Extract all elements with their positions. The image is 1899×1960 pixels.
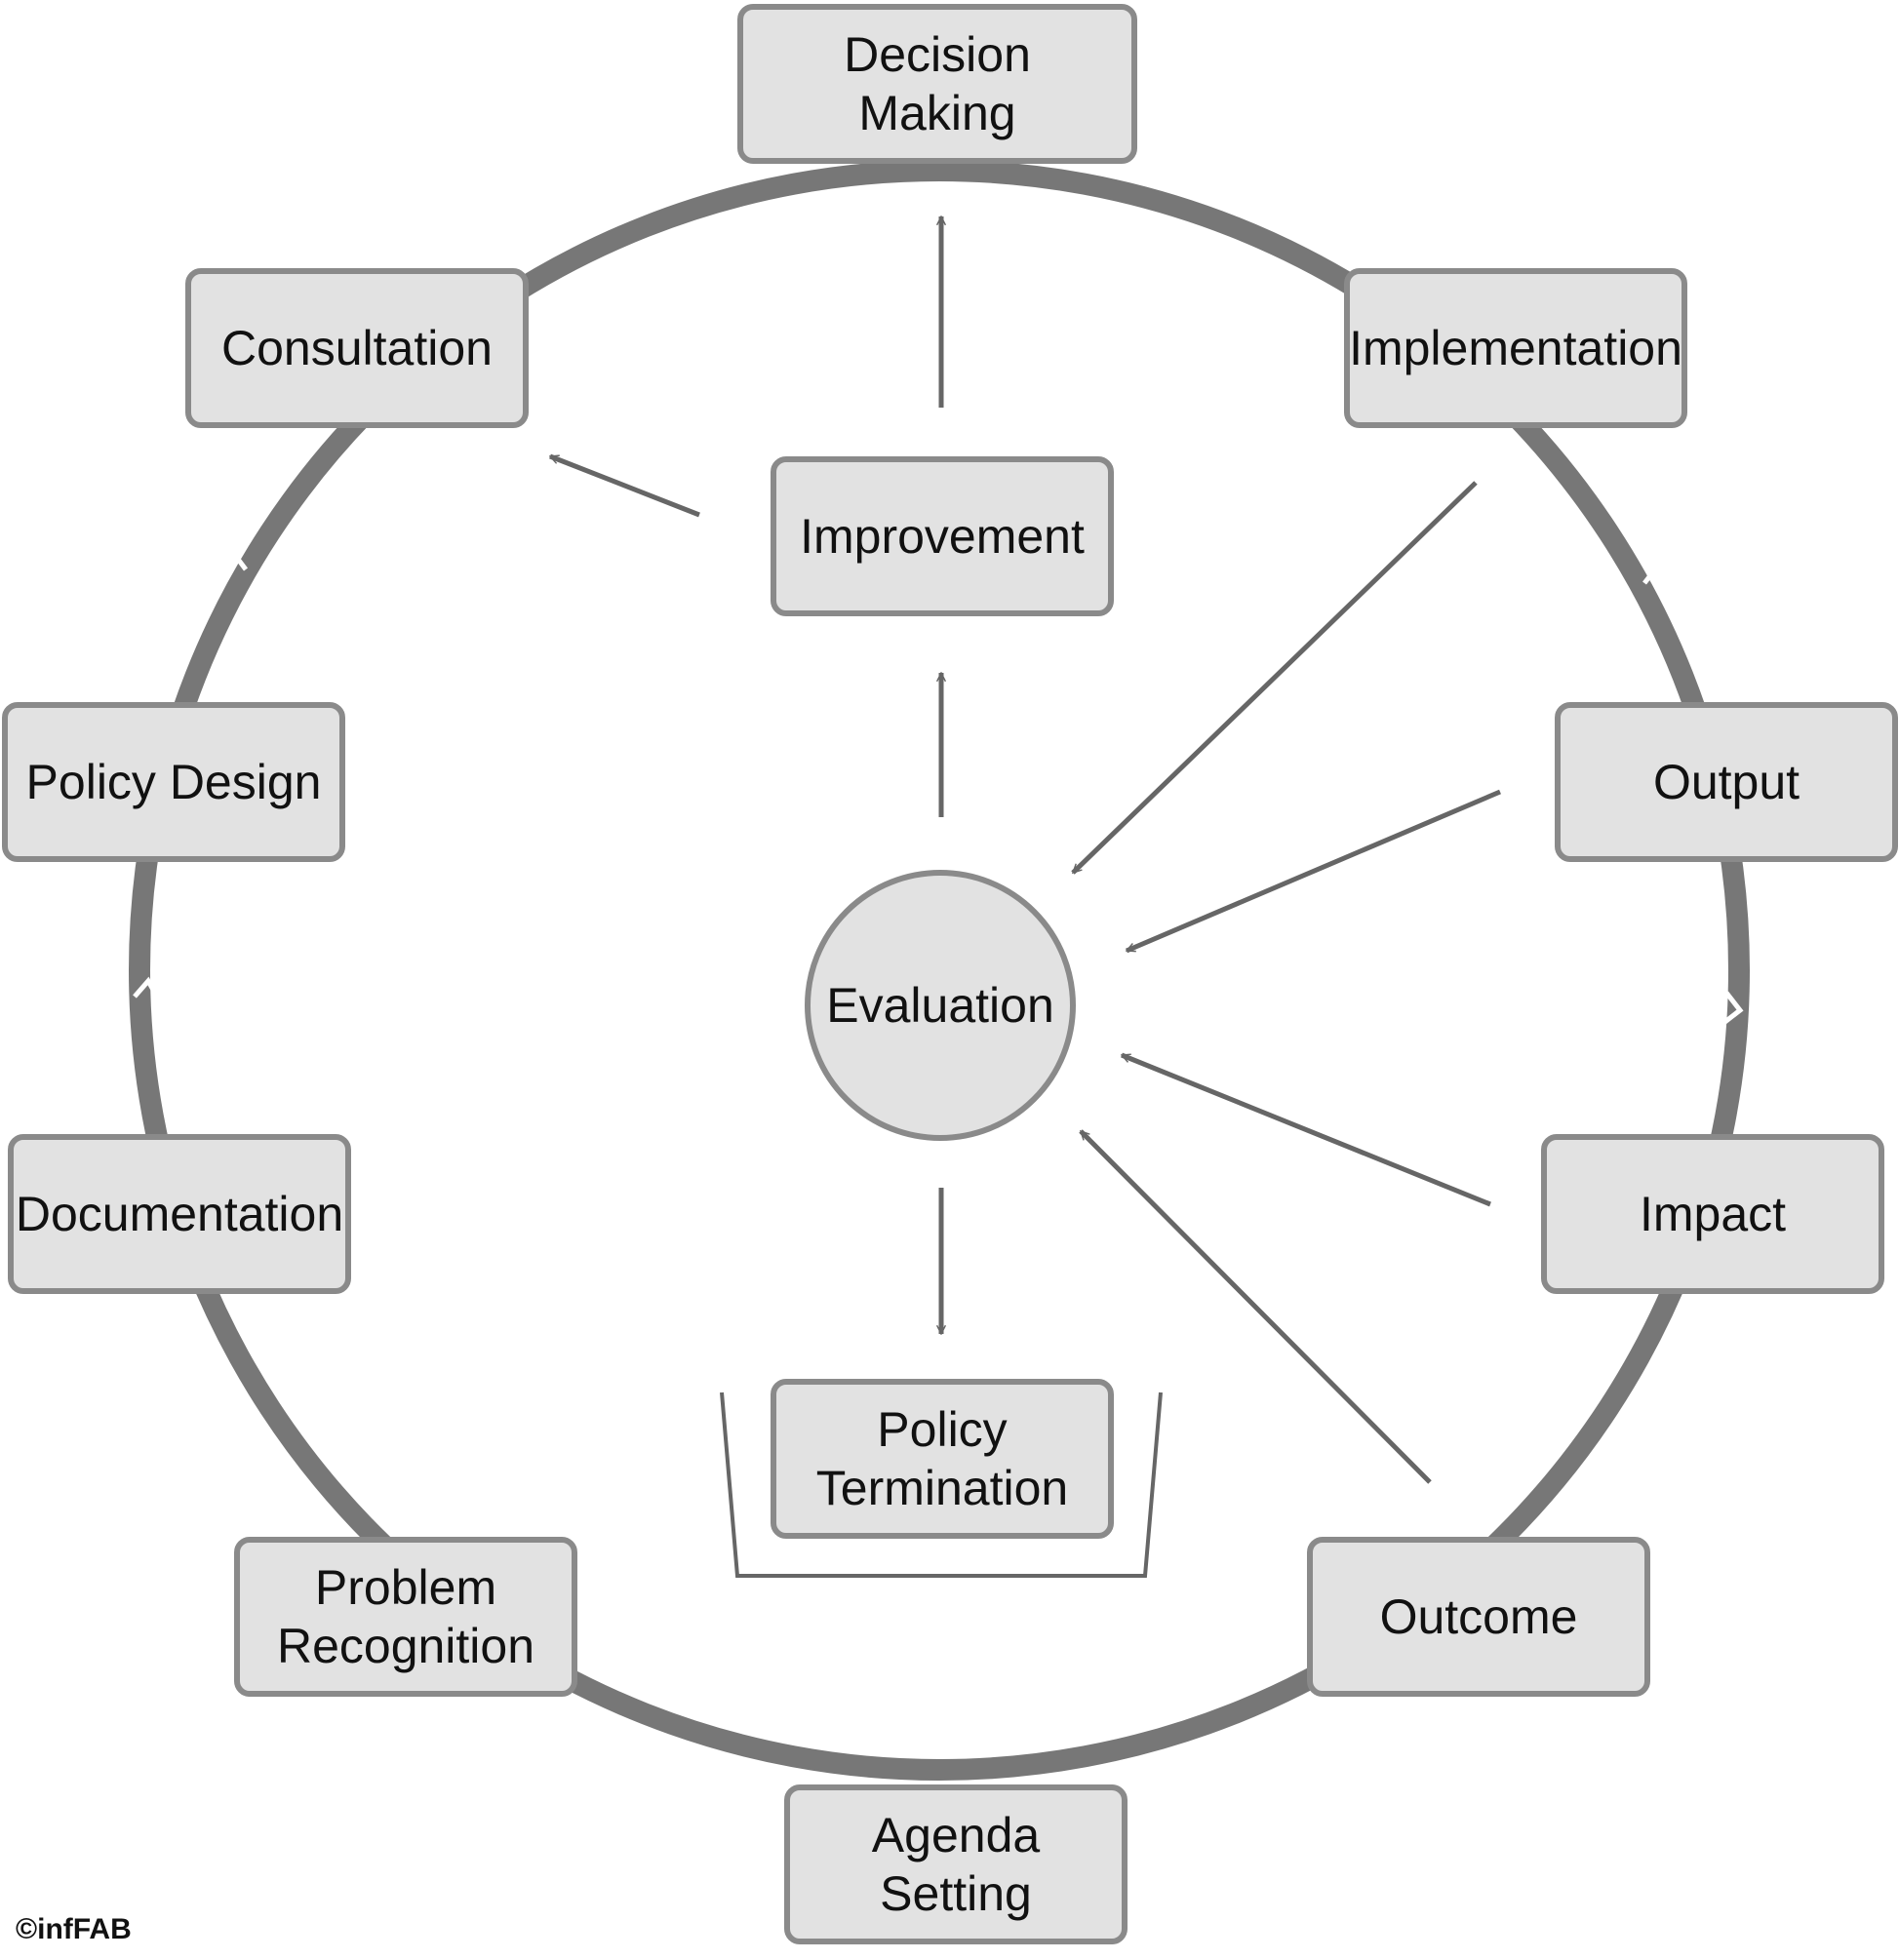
node-label: Output [1652, 755, 1800, 809]
node-label: Problem Recognition [276, 1560, 535, 1673]
arrow-outcome-to-evaluation [1079, 1129, 1432, 1484]
node-label: Improvement [800, 509, 1085, 564]
ring-marker [1639, 549, 1662, 585]
node-consultation: Consultation [185, 268, 529, 428]
node-label: Decision Making [844, 27, 1031, 140]
node-improvement: Improvement [771, 456, 1114, 616]
cycle-ring [129, 160, 1750, 1781]
node-documentation: Documentation [8, 1134, 351, 1294]
node-outcome: Outcome [1307, 1537, 1650, 1697]
node-policy-termination: Policy Termination [771, 1379, 1114, 1539]
ring-marker [1627, 1402, 1654, 1434]
node-label: Implementation [1349, 321, 1682, 375]
node-evaluation: Evaluation [805, 870, 1076, 1141]
ring-marker [224, 1401, 248, 1433]
ring-marker [593, 1784, 616, 1816]
node-label: Impact [1639, 1187, 1787, 1241]
node-impact: Impact [1541, 1134, 1884, 1294]
node-label: Agenda Setting [871, 1808, 1041, 1921]
arrow-implementation-to-evaluation [1071, 481, 1478, 875]
arrow-improvement-to-consultation [550, 453, 700, 518]
arrow-impact-to-evaluation [1122, 1052, 1491, 1207]
termination-bin [720, 1392, 1163, 1578]
node-label: Outcome [1379, 1589, 1578, 1644]
ring-marker [1290, 151, 1317, 180]
node-label: Policy Design [25, 755, 322, 809]
ring-marker [568, 154, 593, 180]
ring-direction-markers [133, 151, 1744, 1816]
node-label: Documentation [15, 1187, 344, 1241]
node-label: Consultation [221, 321, 493, 375]
node-policy-design: Policy Design [2, 702, 345, 862]
node-output: Output [1555, 702, 1898, 862]
arrow-output-to-evaluation [1127, 789, 1501, 954]
ring-marker [133, 976, 161, 1000]
node-label: Policy Termination [815, 1402, 1069, 1515]
node-implementation: Implementation [1344, 268, 1687, 428]
ring-marker [215, 550, 248, 571]
copyright-mark: ©infFAB [16, 1913, 132, 1945]
node-label: Evaluation [826, 978, 1054, 1033]
node-decision-making: Decision Making [737, 4, 1137, 164]
node-problem-recognition: Problem Recognition [234, 1537, 577, 1697]
ring-marker [1721, 991, 1744, 1026]
node-agenda-setting: Agenda Setting [784, 1784, 1128, 1944]
